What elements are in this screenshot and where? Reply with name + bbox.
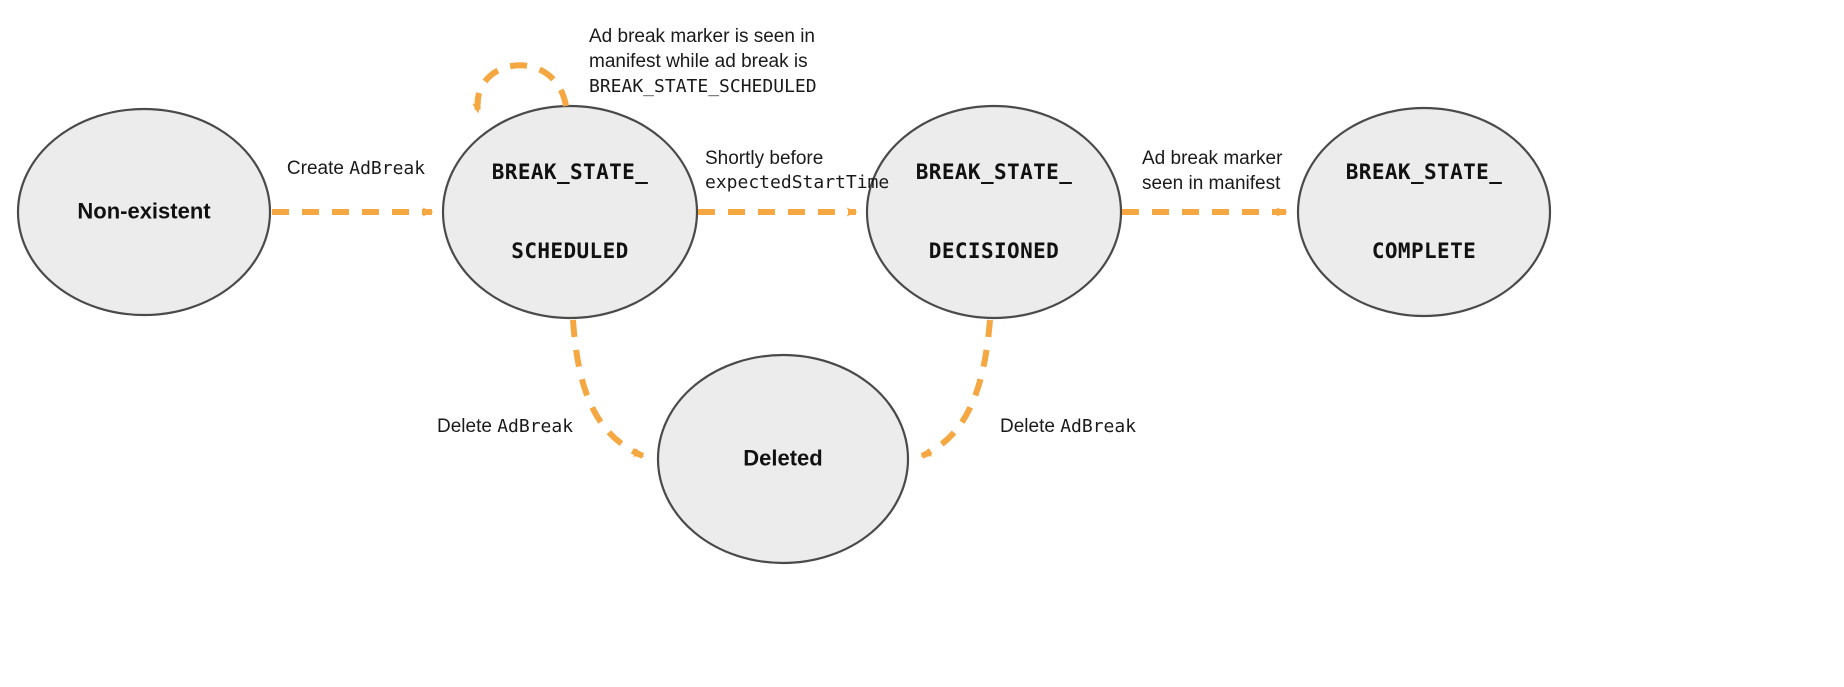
state-node-break-state-complete[interactable]	[1296, 106, 1552, 318]
edge-delete-adbreak-from-scheduled[interactable]	[570, 319, 645, 459]
state-node-break-state-scheduled[interactable]	[441, 104, 699, 320]
edge-delete-adbreak-from-decisioned[interactable]	[920, 319, 993, 459]
state-node-non-existent[interactable]	[16, 107, 272, 317]
edge-self-loop-scheduled[interactable]	[472, 62, 569, 114]
state-node-break-state-decisioned[interactable]	[865, 104, 1123, 320]
state-node-deleted[interactable]	[656, 353, 910, 565]
